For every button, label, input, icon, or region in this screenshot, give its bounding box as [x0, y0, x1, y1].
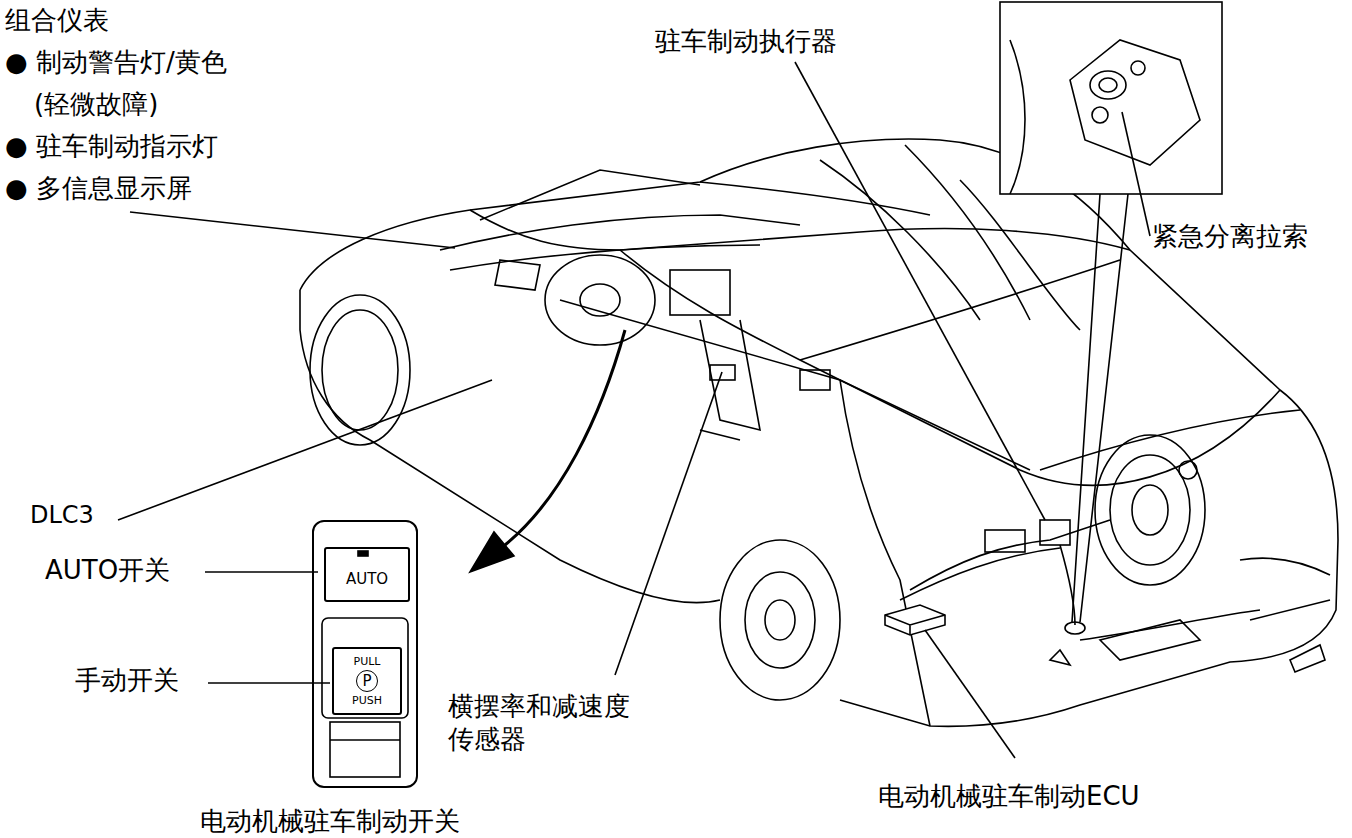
- part-label: 紧急分离拉索: [1152, 220, 1308, 253]
- part-label: 驻车制动执行器: [655, 25, 837, 58]
- button-text: P: [356, 670, 378, 692]
- part-label: 手动开关: [75, 664, 179, 697]
- auto-button: AUTO: [324, 547, 410, 602]
- button-text: PUSH: [352, 694, 382, 707]
- part-label: 横摆率和减速度 传感器: [448, 690, 653, 755]
- manual-button: PULL P PUSH: [332, 647, 402, 715]
- display-label: ● 多信息显示屏: [5, 172, 192, 205]
- note-label: (轻微故障): [34, 88, 158, 121]
- switch-caption: 电动机械驻车制动开关: [200, 804, 460, 838]
- part-label: DLC3: [30, 500, 94, 530]
- button-text: AUTO: [346, 570, 388, 588]
- switch-panel: 电动机械驻车制动开关AUTOPULLPPUSH: [312, 520, 418, 788]
- panel-label: 组合仪表: [5, 4, 109, 37]
- warning-light-label: ● 制动警告灯/黄色: [5, 46, 227, 79]
- part-label: 电动机械驻车制动ECU: [878, 780, 1140, 813]
- part-label: AUTO开关: [45, 554, 170, 587]
- indicator-label: ● 驻车制动指示灯: [5, 130, 218, 163]
- button-text: PULL: [354, 655, 381, 668]
